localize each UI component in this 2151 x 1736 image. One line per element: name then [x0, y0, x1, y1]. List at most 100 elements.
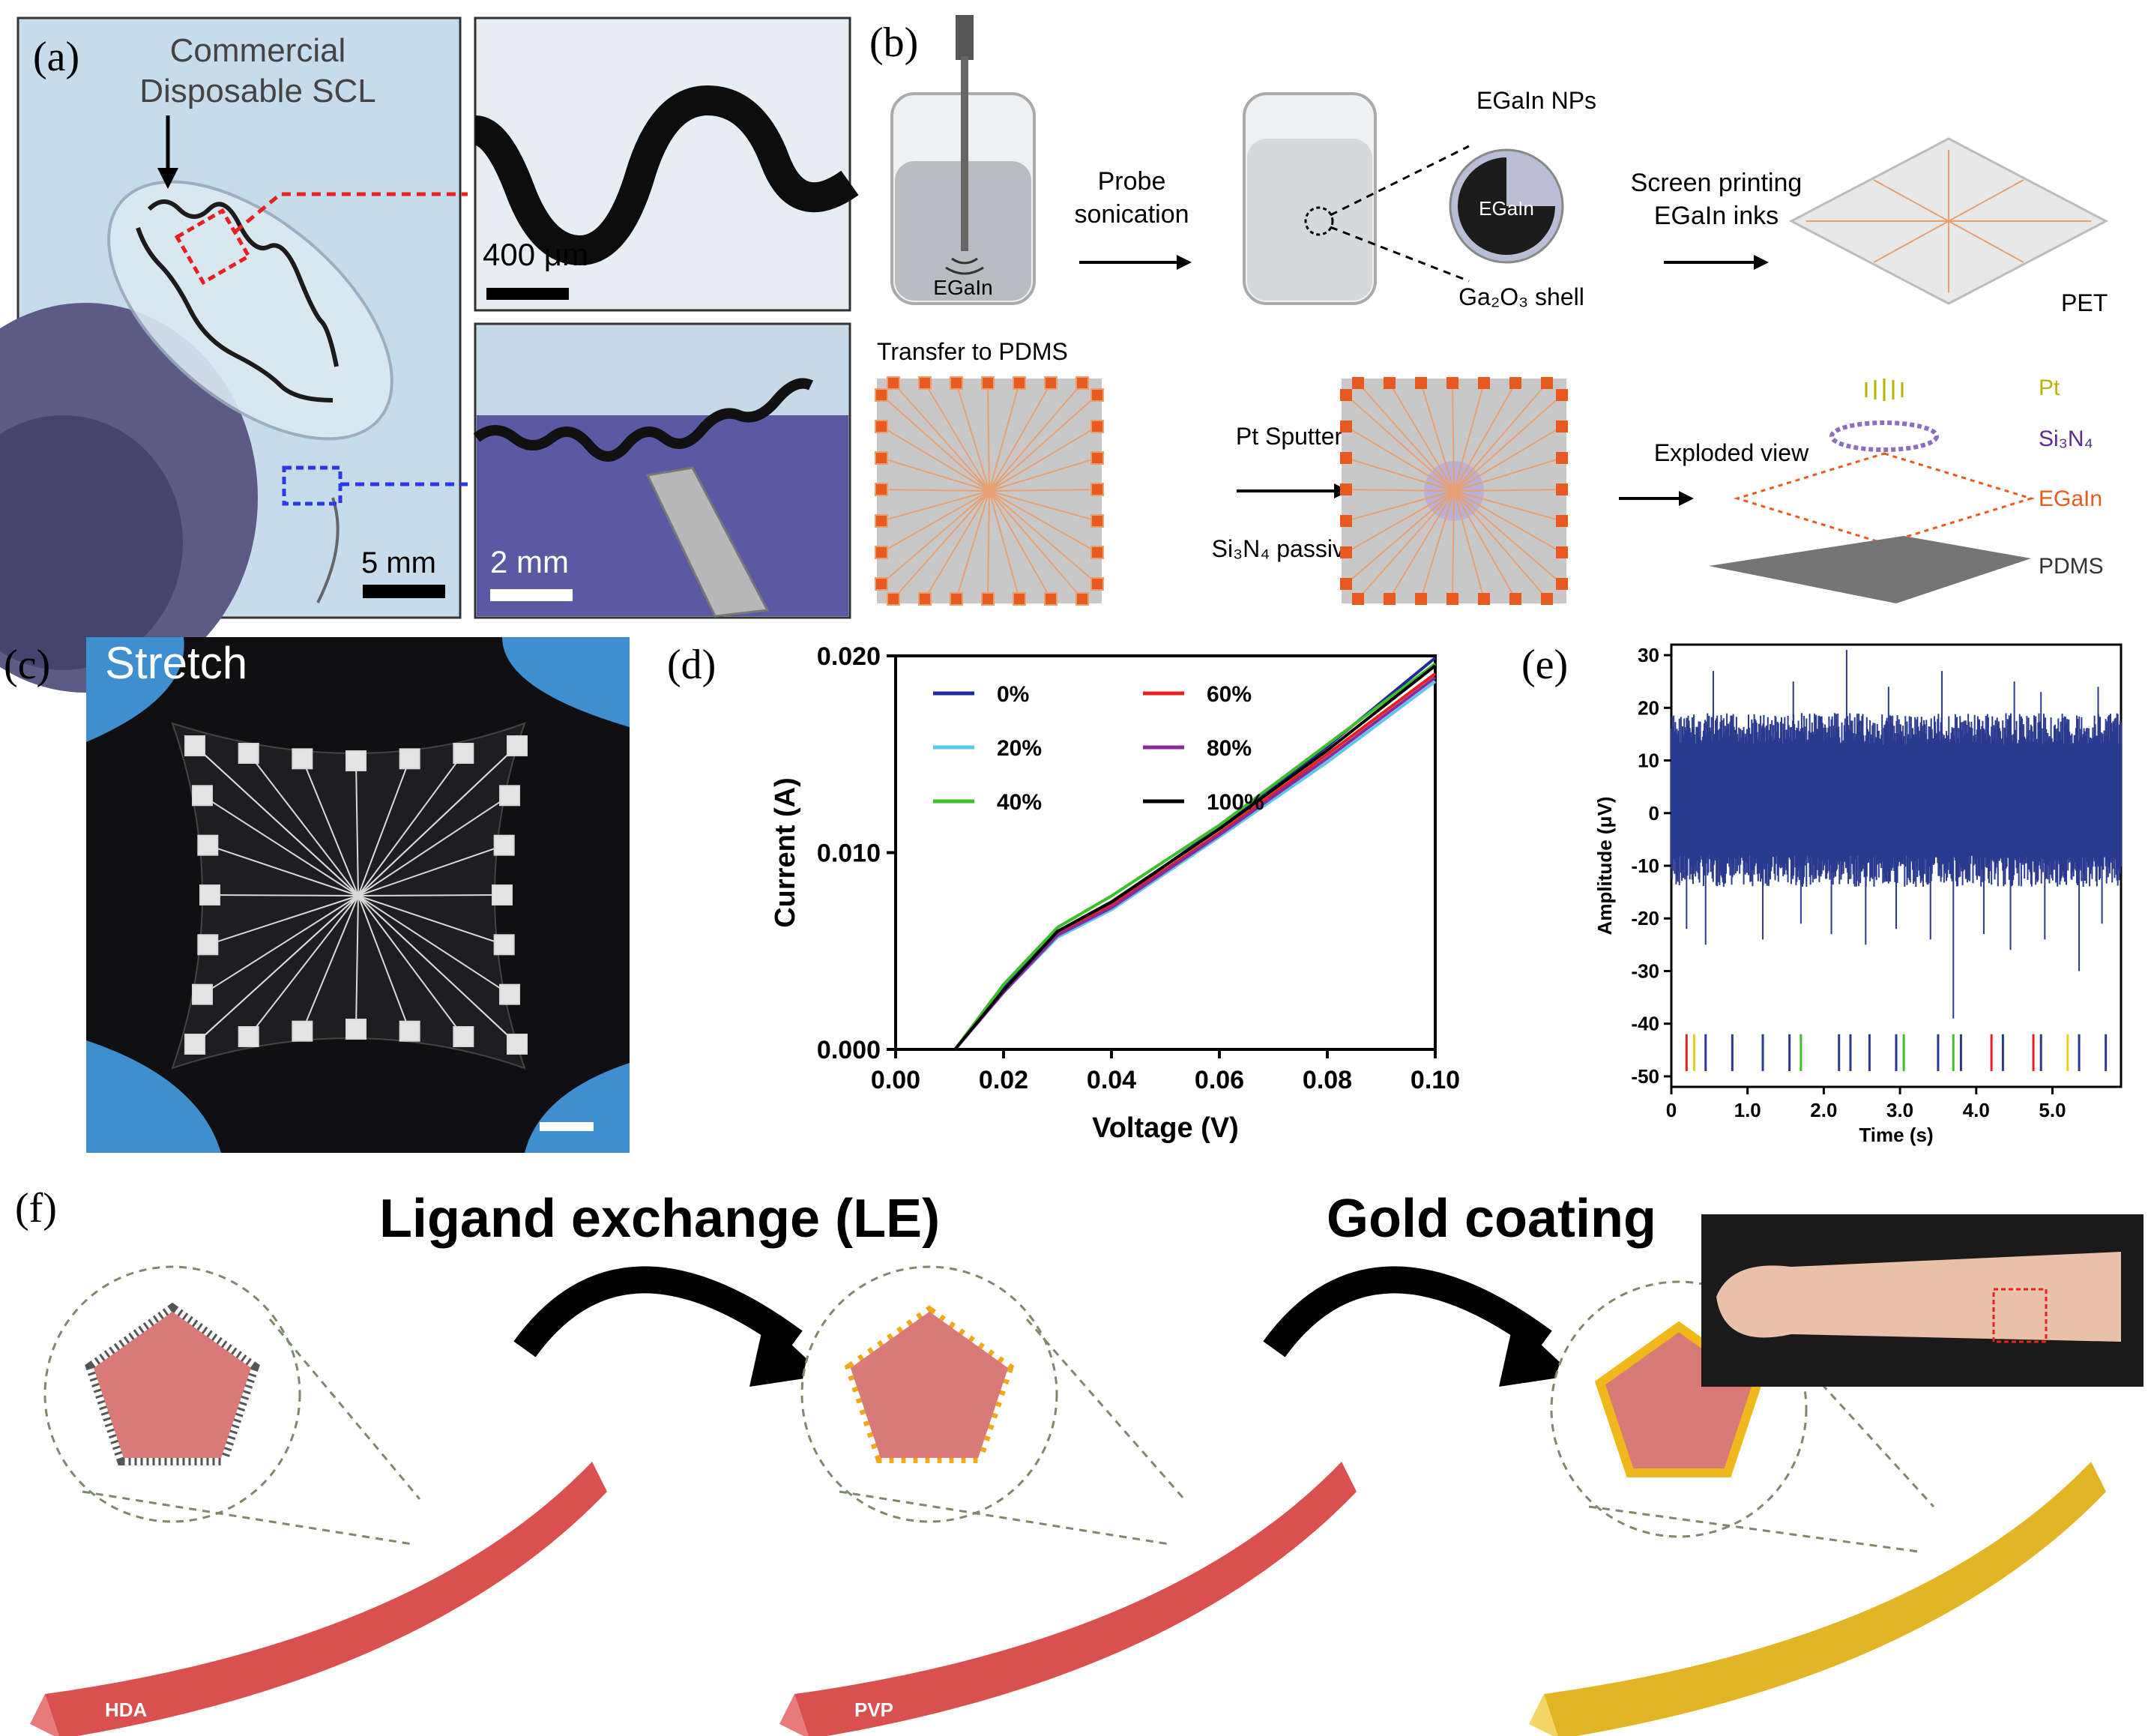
- stretch-trace: [208, 895, 359, 946]
- stretch-pad: [197, 834, 219, 856]
- egain-label-beaker: EGaIn: [933, 276, 992, 299]
- y-tick-label: 0: [1649, 802, 1659, 825]
- y-tick-label: -30: [1631, 959, 1659, 982]
- electrode-pad: [1090, 420, 1104, 433]
- stretch-trace: [358, 894, 503, 896]
- electrode-trace: [989, 382, 1020, 492]
- x-tick-label: 0.00: [871, 1066, 920, 1094]
- electrode-trace: [989, 490, 1098, 585]
- electrode-pad: [1541, 377, 1553, 389]
- electrode-pad: [1076, 376, 1089, 390]
- contact-lens-photo: [0, 16, 462, 693]
- panel-b-figure: (b) EGaIn Probe sonication EGaIn: [869, 15, 2109, 606]
- electrode-pad: [1352, 593, 1364, 605]
- scale-label-main: 5 mm: [361, 546, 436, 579]
- electrode-pad: [875, 577, 888, 591]
- electrode-pad: [1013, 376, 1026, 390]
- electrode-pad: [1556, 515, 1568, 527]
- y-tick-label: 20: [1638, 696, 1659, 719]
- nanowire-pvp: PVP: [779, 1265, 1357, 1736]
- electrode-trace: [987, 490, 990, 600]
- electrode-trace: [989, 489, 1098, 492]
- stretch-pad: [492, 884, 513, 905]
- dashed-connector-bottom: [1330, 226, 1470, 283]
- legend-label: 60%: [1207, 682, 1252, 707]
- panel-c-figure: (c) Stretch: [4, 637, 630, 1153]
- stretch-trace: [194, 745, 359, 896]
- electrode-trace: [989, 382, 1083, 492]
- x-tick-label: 0.06: [1195, 1066, 1244, 1094]
- scale-bar-bottom: [490, 589, 573, 601]
- electrode-trace: [1453, 490, 1563, 585]
- electrode-trace: [989, 394, 1098, 492]
- stretch-pad: [292, 1020, 313, 1042]
- stretch-trace: [358, 753, 465, 896]
- electrode-trace: [989, 426, 1098, 492]
- electrode-pad: [875, 420, 888, 433]
- stretch-trace: [358, 844, 505, 896]
- electrode-pad: [1090, 388, 1104, 402]
- electrode-pad: [875, 514, 888, 528]
- np-core-label: EGaIn: [1479, 197, 1534, 220]
- zoom-connector-red: [234, 192, 468, 233]
- transfer-label: Transfer to PDMS: [877, 338, 1068, 365]
- electrode-pad: [1090, 483, 1104, 496]
- pdms-layer: [1709, 536, 2031, 603]
- electrode-trace: [1345, 490, 1455, 553]
- stretch-pad: [499, 785, 520, 807]
- y-tick-label: 0.010: [817, 840, 881, 868]
- shell-label: Ga₂O₃ shell: [1458, 283, 1584, 310]
- electrode-trace: [1389, 382, 1455, 492]
- curved-arrow-2: [1263, 1266, 1552, 1357]
- electrode-trace: [1357, 490, 1455, 600]
- stretch-trace: [202, 895, 359, 995]
- electrode-pad: [1340, 421, 1352, 433]
- panel-label-e: (e): [1521, 642, 1568, 688]
- pet-label: PET: [2061, 289, 2108, 316]
- nanowire-hda: HDA: [30, 1265, 607, 1736]
- electrode-trace: [1345, 489, 1455, 492]
- x-tick-label: 2.0: [1810, 1099, 1837, 1121]
- stretch-trace: [301, 895, 359, 1032]
- electrode-pad: [1446, 377, 1458, 389]
- arrowhead-1: [1177, 255, 1192, 270]
- scale-bar-top: [486, 288, 569, 300]
- stretch-pad: [453, 1026, 474, 1047]
- zoom-box-red: [174, 208, 252, 286]
- step-screen-line2: EGaIn inks: [1654, 202, 1779, 230]
- x-tick-label: 0.04: [1087, 1066, 1136, 1094]
- electrode-trace: [881, 394, 990, 492]
- y-tick-label: 0.000: [817, 1036, 881, 1064]
- electrode-pad: [1090, 451, 1104, 465]
- si3n4-layer: [1829, 421, 1939, 452]
- electrode-trace: [881, 490, 990, 553]
- panel-f-figure: (f) Ligand exchange (LE) Gold coating HD…: [15, 1185, 2144, 1736]
- electrode-pad: [1340, 483, 1352, 495]
- stretch-trace: [358, 745, 518, 896]
- stretch-pad: [399, 1020, 420, 1042]
- electrode-trace: [924, 490, 990, 600]
- electrode-trace: [989, 490, 1098, 553]
- layer-label-pdms: PDMS: [2039, 554, 2104, 579]
- stretch-trace: [358, 895, 510, 995]
- electrode-pad: [887, 376, 900, 390]
- electrode-trace: [989, 490, 1083, 600]
- electrode-pad: [1013, 592, 1026, 606]
- electrode-trace: [1420, 382, 1455, 492]
- annotation-arrowhead: [157, 168, 178, 189]
- inset-bottom: 2 mm: [473, 322, 851, 619]
- electrode-trace: [1389, 490, 1455, 600]
- electrode-trace: [1453, 382, 1485, 492]
- electrode-trace: [881, 457, 990, 492]
- pdms-electrode-array: [875, 376, 1104, 606]
- legend-label: 100%: [1207, 790, 1264, 815]
- electrode-pad: [1340, 578, 1352, 590]
- stretch-pad: [399, 748, 420, 770]
- stretch-pad: [199, 884, 220, 905]
- electrode-trace: [1345, 490, 1455, 522]
- electrode-pad: [1556, 483, 1568, 495]
- electrode-pad: [950, 376, 963, 390]
- electrode-pad: [875, 451, 888, 465]
- stretch-pad: [238, 743, 259, 764]
